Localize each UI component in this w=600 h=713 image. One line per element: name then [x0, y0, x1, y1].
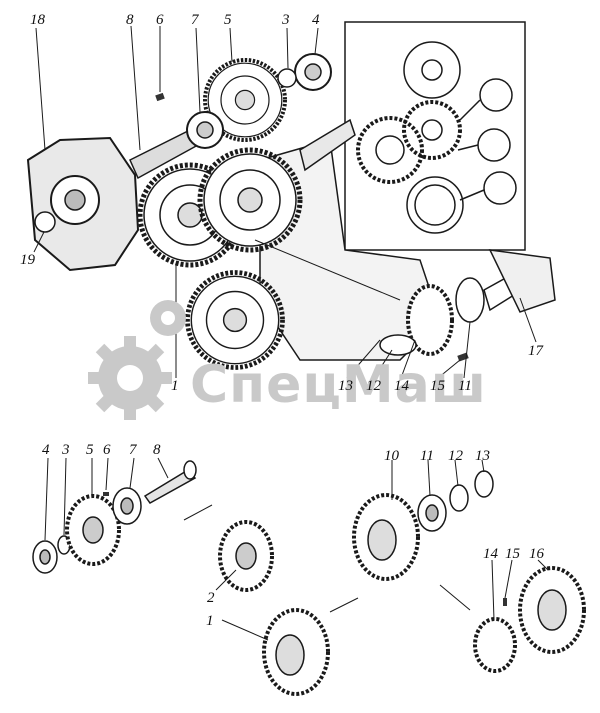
- key-15-top: [457, 352, 469, 362]
- bottom-right-leader-lines: [391, 459, 549, 621]
- callout-bottom-left-8: 8: [153, 442, 161, 458]
- callout-top-15: 15: [430, 378, 446, 394]
- callout-bottom-right-12: 12: [448, 448, 464, 464]
- callout-top-11: 11: [458, 378, 472, 394]
- callout-bottom-left-7: 7: [129, 442, 138, 458]
- detail-inset-frame: [344, 21, 526, 251]
- key-6-bottom: [103, 492, 109, 496]
- callout-top-17: 17: [528, 343, 545, 359]
- callout-bottom-left-2: 2: [207, 590, 215, 606]
- callout-bottom-right-14: 14: [483, 546, 499, 562]
- callout-top-14: 14: [394, 378, 410, 394]
- watermark-gear-icon: [88, 300, 186, 420]
- callout-bottom-left-4: 4: [42, 442, 50, 458]
- watermark-text: СпецМаш: [190, 355, 487, 415]
- callout-bottom-right-10: 10: [384, 448, 400, 464]
- callout-top-8: 8: [126, 12, 134, 28]
- callout-top-4: 4: [312, 12, 320, 28]
- callout-top-6: 6: [156, 12, 164, 28]
- callout-top-7: 7: [191, 12, 200, 28]
- callout-bottom-left-1: 1: [206, 613, 214, 629]
- callout-bottom-right-16: 16: [529, 546, 545, 562]
- bottom-left-leader-lines: [44, 457, 359, 641]
- exploded-view-right: [352, 470, 586, 673]
- key-15-bottom: [503, 598, 507, 606]
- callout-bottom-left-6: 6: [103, 442, 111, 458]
- callout-top-19: 19: [20, 252, 36, 268]
- callout-bottom-right-15: 15: [505, 546, 521, 562]
- exploded-view-left: [32, 460, 330, 696]
- top-leader-lines: [33, 25, 537, 379]
- callouts-bottom-right: 10 11 12 13 14 15 16: [384, 448, 545, 562]
- callout-bottom-right-11: 11: [420, 448, 434, 464]
- callouts-top: 18 8 6 7 5 3 4 19 1 13 12 14 15 11 17: [20, 12, 545, 394]
- callout-top-5: 5: [224, 12, 232, 28]
- key-6-top: [155, 92, 165, 102]
- washer-3-top: [277, 68, 297, 88]
- crankshaft: [299, 118, 356, 172]
- callout-top-13: 13: [338, 378, 353, 394]
- idler-gear-assembly: [379, 249, 556, 356]
- callout-top-1: 1: [171, 378, 179, 394]
- callout-top-12: 12: [366, 378, 382, 394]
- callout-bottom-right-13: 13: [475, 448, 490, 464]
- callout-top-3: 3: [281, 12, 290, 28]
- callout-bottom-left-3: 3: [61, 442, 70, 458]
- detail-inset-gears: [356, 41, 517, 234]
- callout-top-18: 18: [30, 12, 46, 28]
- callout-bottom-left-5: 5: [86, 442, 94, 458]
